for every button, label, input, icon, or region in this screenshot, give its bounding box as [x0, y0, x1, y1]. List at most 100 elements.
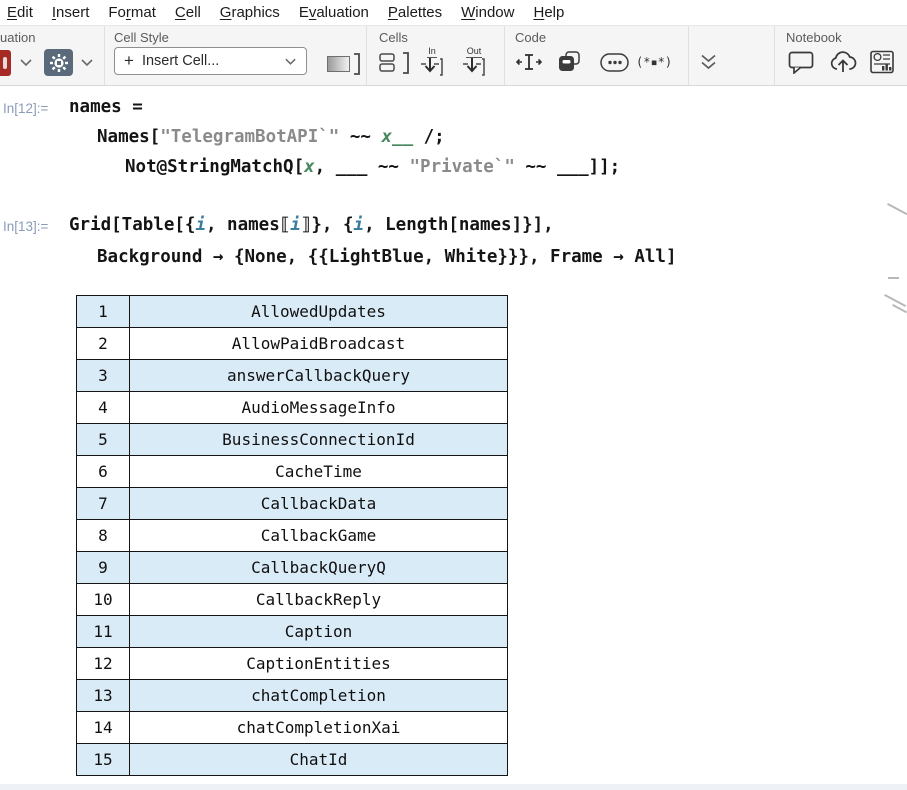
dots-icon: [600, 53, 630, 72]
table-row: 12CaptionEntities: [77, 647, 507, 679]
symbol-name: CallbackData: [130, 488, 507, 519]
toolbar-divider: [504, 26, 505, 85]
cell-style-swatch-button[interactable]: [327, 53, 361, 75]
table-row: 14chatCompletionXai: [77, 711, 507, 743]
toolbar-divider: [366, 26, 367, 85]
code-token: i: [354, 215, 365, 235]
menu-item-graphics[interactable]: Graphics: [220, 4, 280, 21]
table-row: 2AllowPaidBroadcast: [77, 327, 507, 359]
abort-evaluation-button[interactable]: [0, 50, 11, 76]
row-number: 2: [77, 328, 130, 359]
ibeam-arrows-icon: [516, 53, 542, 71]
symbol-name: chatCompletionXai: [130, 712, 507, 743]
symbol-name: AllowedUpdates: [130, 296, 507, 327]
symbol-name: CallbackGame: [130, 520, 507, 551]
comment-icon: (*▪*): [636, 55, 672, 69]
code-line[interactable]: Not@StringMatchQ[x, ___ ~~ "Private`" ~~…: [125, 156, 620, 178]
code-line[interactable]: Grid[Table[{i, names⟦i⟧}, {i, Length[nam…: [69, 214, 554, 236]
speech-bubble-icon: [788, 51, 814, 74]
gear-icon: [49, 53, 69, 73]
menu-item-cell[interactable]: Cell: [175, 4, 201, 21]
symbol-name: CaptionEntities: [130, 648, 507, 679]
documentation-book-icon: [869, 50, 896, 74]
text-cursor-tools-button[interactable]: [516, 53, 542, 71]
code-token: , Length[names]}],: [364, 215, 554, 235]
comment-button[interactable]: (*▪*): [636, 55, 672, 69]
show-output-button[interactable]: Out: [463, 47, 485, 76]
show-input-button[interactable]: In: [421, 47, 443, 76]
style-swatch-icon: [327, 56, 350, 72]
menu-item-insert[interactable]: Insert: [52, 4, 90, 21]
table-row: 3answerCallbackQuery: [77, 359, 507, 391]
table-row: 13chatCompletion: [77, 679, 507, 711]
more-toolbar-chevron-button[interactable]: [700, 54, 717, 70]
chat-button[interactable]: [788, 51, 814, 74]
settings-dropdown-chevron-icon[interactable]: [80, 58, 94, 67]
code-token: , ___ ~~: [315, 157, 410, 177]
symbol-name: Caption: [130, 616, 507, 647]
cloud-upload-icon: [829, 50, 857, 74]
row-number: 4: [77, 392, 130, 423]
out-label: Out: [466, 47, 483, 58]
output-grid-table: 1AllowedUpdates2AllowPaidBroadcast3answe…: [76, 295, 508, 776]
cell-bracket[interactable]: [887, 203, 907, 215]
menu-item-window[interactable]: Window: [461, 4, 514, 21]
divide-cell-button[interactable]: [379, 52, 410, 74]
row-number: 7: [77, 488, 130, 519]
menu-item-format[interactable]: Format: [108, 4, 156, 21]
symbol-name: CallbackQueryQ: [130, 552, 507, 583]
cell-bracket-glyph: [353, 53, 361, 75]
section-label-code: Code: [515, 30, 546, 45]
row-number: 5: [77, 424, 130, 455]
section-label-evaluation: uation: [0, 30, 35, 45]
menu-bar: Edit Insert Format Cell Graphics Evaluation Pa…: [0, 0, 907, 25]
table-row: 7CallbackData: [77, 487, 507, 519]
menu-item-help[interactable]: Help: [533, 4, 564, 21]
row-number: 12: [77, 648, 130, 679]
table-row: 8CallbackGame: [77, 519, 507, 551]
code-token: "TelegramBotAPI`": [160, 127, 339, 147]
code-token: x__: [382, 127, 414, 147]
code-token: i: [195, 215, 206, 235]
code-token: Grid[Table[{: [69, 215, 195, 235]
insert-cell-combobox[interactable]: + Insert Cell...: [114, 47, 307, 75]
code-token: /;: [413, 127, 445, 147]
toolbar: uation Cell Style Cells Code Notebook: [0, 25, 907, 86]
iconize-button[interactable]: [558, 51, 581, 72]
code-line[interactable]: names =: [69, 96, 143, 118]
menu-item-palettes[interactable]: Palettes: [388, 4, 442, 21]
code-line[interactable]: Background → {None, {{LightBlue, White}}…: [97, 246, 676, 268]
evaluation-settings-button[interactable]: [44, 49, 73, 76]
cloud-publish-button[interactable]: [829, 50, 857, 74]
menu-item-edit[interactable]: Edit: [7, 4, 33, 21]
code-token: ~~: [339, 127, 381, 147]
symbol-name: ChatId: [130, 744, 507, 775]
code-line[interactable]: Names["TelegramBotAPI`" ~~ x__ /;: [97, 126, 445, 148]
row-number: 9: [77, 552, 130, 583]
documentation-button[interactable]: [869, 50, 896, 74]
insert-cell-label: Insert Cell...: [142, 53, 284, 69]
code-token: Names[: [97, 127, 160, 147]
symbol-name: AllowPaidBroadcast: [130, 328, 507, 359]
iconize-icon: [558, 51, 581, 72]
row-number: 14: [77, 712, 130, 743]
table-row: 1AllowedUpdates: [77, 296, 507, 327]
symbol-name: AudioMessageInfo: [130, 392, 507, 423]
window-bottom-edge: [0, 784, 907, 790]
arrow-down-icon: [421, 58, 443, 76]
code-token: Not@StringMatchQ[: [125, 157, 304, 177]
table-row: 11Caption: [77, 615, 507, 647]
ellipsis-button[interactable]: [600, 53, 630, 72]
cell-bracket[interactable]: [888, 277, 899, 279]
chevron-down-icon: [284, 57, 297, 66]
table-row: 15ChatId: [77, 743, 507, 775]
row-number: 6: [77, 456, 130, 487]
section-label-notebook: Notebook: [786, 30, 842, 45]
menu-item-evaluation[interactable]: Evaluation: [299, 4, 369, 21]
row-number: 8: [77, 520, 130, 551]
code-token: i: [290, 215, 301, 235]
toolbar-divider: [774, 26, 775, 85]
cell-label-in12: In[12]:=: [3, 101, 48, 116]
abort-dropdown-chevron-icon[interactable]: [19, 58, 33, 67]
